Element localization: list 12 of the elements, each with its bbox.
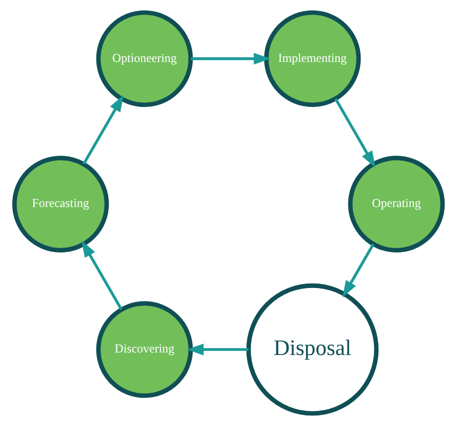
- arrow: [342, 244, 374, 298]
- node-circle: Discovering: [96, 301, 192, 398]
- arrow: [190, 52, 270, 65]
- node-circle: Forecasting: [12, 156, 108, 252]
- node-circle: Disposal: [246, 283, 378, 416]
- node-circle: Optioneering: [96, 10, 192, 108]
- node-circle: Implementing: [264, 10, 360, 108]
- arrow: [81, 240, 122, 310]
- arrow: [334, 98, 375, 168]
- node-circle: Operating: [348, 156, 444, 252]
- arrow: [82, 95, 124, 165]
- arrow: [186, 344, 248, 356]
